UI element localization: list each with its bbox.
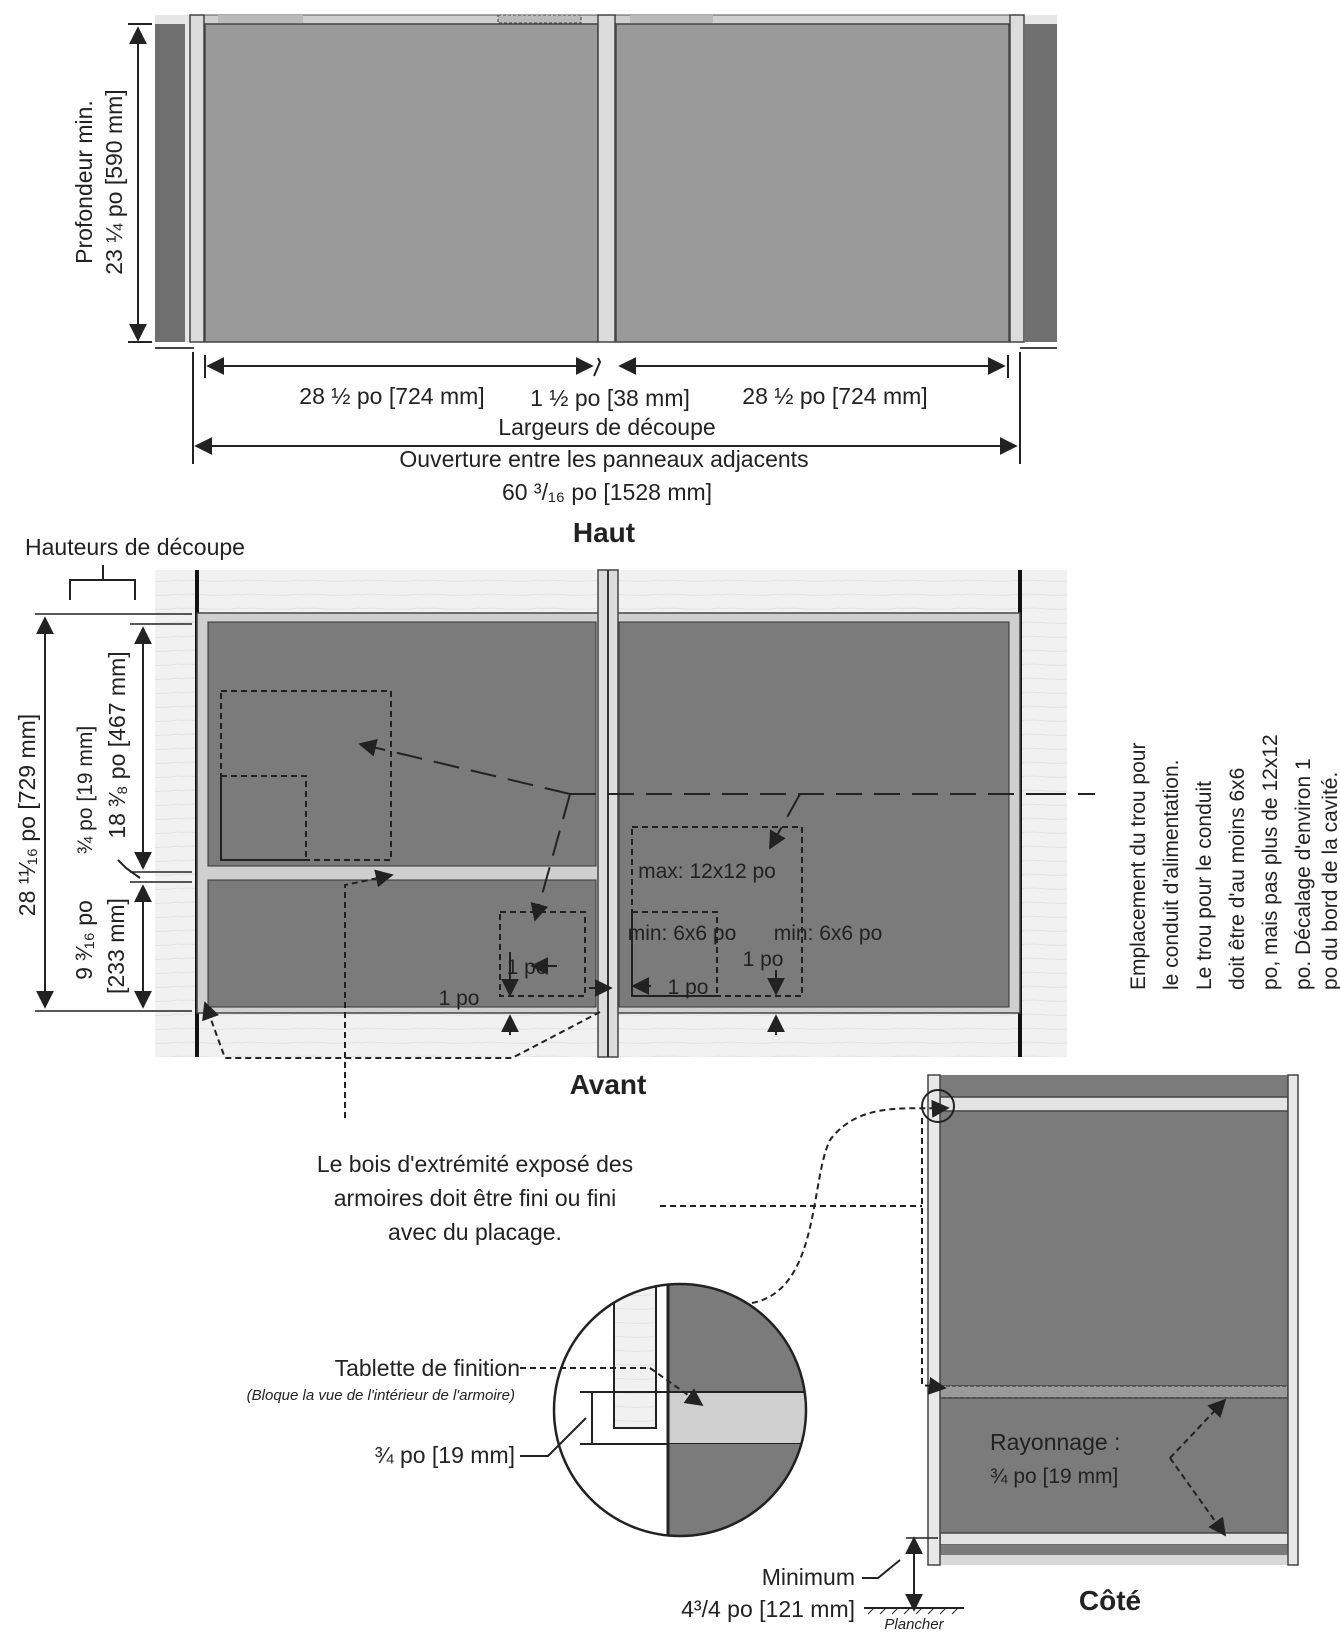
detail-circle (552, 1282, 808, 1538)
conduit-note-line-6: po. Décalage d'environ 1 (1292, 758, 1315, 990)
minimum-value: 4³/4 po [121 mm] (681, 1596, 855, 1622)
left-wall (189, 14, 205, 343)
end-note-line-1: Le bois d'extrémité exposé des (317, 1151, 633, 1177)
finish-shelf-label: Tablette de finition (335, 1355, 520, 1381)
width-right-label: 28 ½ po [724 mm] (742, 383, 927, 409)
conduit-note-line-5: po, mais pas plus de 12x12 (1259, 734, 1282, 990)
left-side-panel (155, 24, 185, 342)
conduit-note-line-2: le conduit d'alimentation. (1160, 760, 1183, 991)
shelf-thickness-label: ¾ po [19 mm] (74, 726, 97, 854)
right-cavity-top (615, 23, 1010, 343)
conduit-note-line-3: Le trou pour le conduit (1193, 781, 1216, 990)
lower-height-label-1: 9 ³⁄₁₆ po (71, 900, 97, 980)
minimum-label: Minimum (762, 1564, 855, 1590)
width-gap-label: 1 ½ po [38 mm] (530, 385, 690, 411)
depth-label-1: Profondeur min. (71, 100, 97, 264)
side-right-wall (1287, 1074, 1299, 1566)
side-top-panel (928, 1075, 1288, 1097)
min-hole-label-left: min: 6x6 po (628, 922, 737, 945)
opening-value: 60 ³/₁₆ po [1528 mm] (502, 479, 712, 505)
floor-hatch (864, 1607, 964, 1615)
finish-shelf-note: (Bloque la vue de l'intérieur de l'armoi… (247, 1387, 515, 1404)
right-wall (1009, 14, 1025, 343)
side-lower-cavity (939, 1397, 1289, 1534)
conduit-note-line-1: Emplacement du trou pour (1127, 743, 1150, 990)
side-label: Côté (1079, 1585, 1141, 1616)
end-note: Le bois d'extrémité exposé des armoires … (317, 1151, 922, 1245)
offset-label-1: 1 po (507, 956, 548, 979)
min-hole-label-right: min: 6x6 po (774, 922, 883, 945)
lower-height-label-2: [233 mm] (103, 898, 129, 994)
hole-min-left-upper (220, 775, 307, 861)
depth-label-2: 23 ¼ po [590 mm] (101, 89, 127, 274)
cutout-widths-label: Largeurs de découpe (498, 414, 715, 440)
upper-left-cavity (207, 621, 597, 867)
side-view: Rayonnage : ¾ po [19 mm] Minimum 4³/4 po… (681, 1074, 1299, 1632)
offset-label-2: 1 po (439, 987, 480, 1010)
side-top-shelf (939, 1096, 1289, 1112)
detail-callout-circle (921, 1089, 955, 1123)
front-view: max: 12x12 po min: 6x6 po min: 6x6 po 1 … (14, 534, 1095, 1118)
end-note-line-3: avec du placage. (388, 1219, 562, 1245)
left-cavity-top (204, 23, 599, 343)
shelving-label-1: Rayonnage : (990, 1429, 1120, 1455)
side-upper-cavity (939, 1110, 1289, 1387)
side-left-wall (927, 1074, 941, 1566)
side-finish-shelf (939, 1385, 1289, 1399)
total-height-label: 28 ¹¹⁄₁₆ po [729 mm] (14, 714, 40, 916)
center-wall (597, 14, 616, 343)
side-bottom-shelf (939, 1532, 1289, 1546)
conduit-note: Emplacement du trou pour le conduit d'al… (1127, 734, 1340, 990)
hole-min-right (631, 911, 718, 997)
shelving-label-2: ¾ po [19 mm] (990, 1465, 1118, 1488)
side-bottom-panel (928, 1545, 1298, 1555)
top-strip-mark-1 (218, 15, 303, 23)
end-note-line-2: armoires doit être fini ou fini (334, 1185, 617, 1211)
detail-thickness-label: ¾ po [19 mm] (374, 1442, 515, 1468)
offset-label-4: 1 po (743, 948, 784, 971)
cutout-heights-label: Hauteurs de découpe (25, 534, 245, 560)
top-strip-mark-2 (497, 14, 582, 24)
upper-height-label: 18 ³⁄₈ po [467 mm] (104, 651, 130, 838)
right-cavity (618, 621, 1010, 1008)
lower-left-cavity (207, 879, 597, 1008)
top-strip-mark-3 (630, 15, 713, 23)
front-label: Avant (570, 1069, 647, 1100)
offset-label-3: 1 po (668, 976, 709, 999)
width-left-label: 28 ½ po [724 mm] (299, 383, 484, 409)
conduit-note-line-7: po du bord de la cavité. (1319, 772, 1340, 990)
top-view: Profondeur min. 23 ¼ po [590 mm] 28 ½ po… (71, 14, 1057, 505)
right-side-panel (1025, 24, 1057, 342)
top-label: Haut (573, 517, 635, 548)
opening-label: Ouverture entre les panneaux adjacents (399, 446, 808, 472)
detail-view: Tablette de finition (Bloque la vue de l… (247, 1282, 808, 1538)
max-hole-label: max: 12x12 po (638, 860, 776, 883)
floor-label: Plancher (884, 1616, 944, 1632)
conduit-note-line-4: doit être d'au moins 6x6 (1226, 768, 1249, 990)
